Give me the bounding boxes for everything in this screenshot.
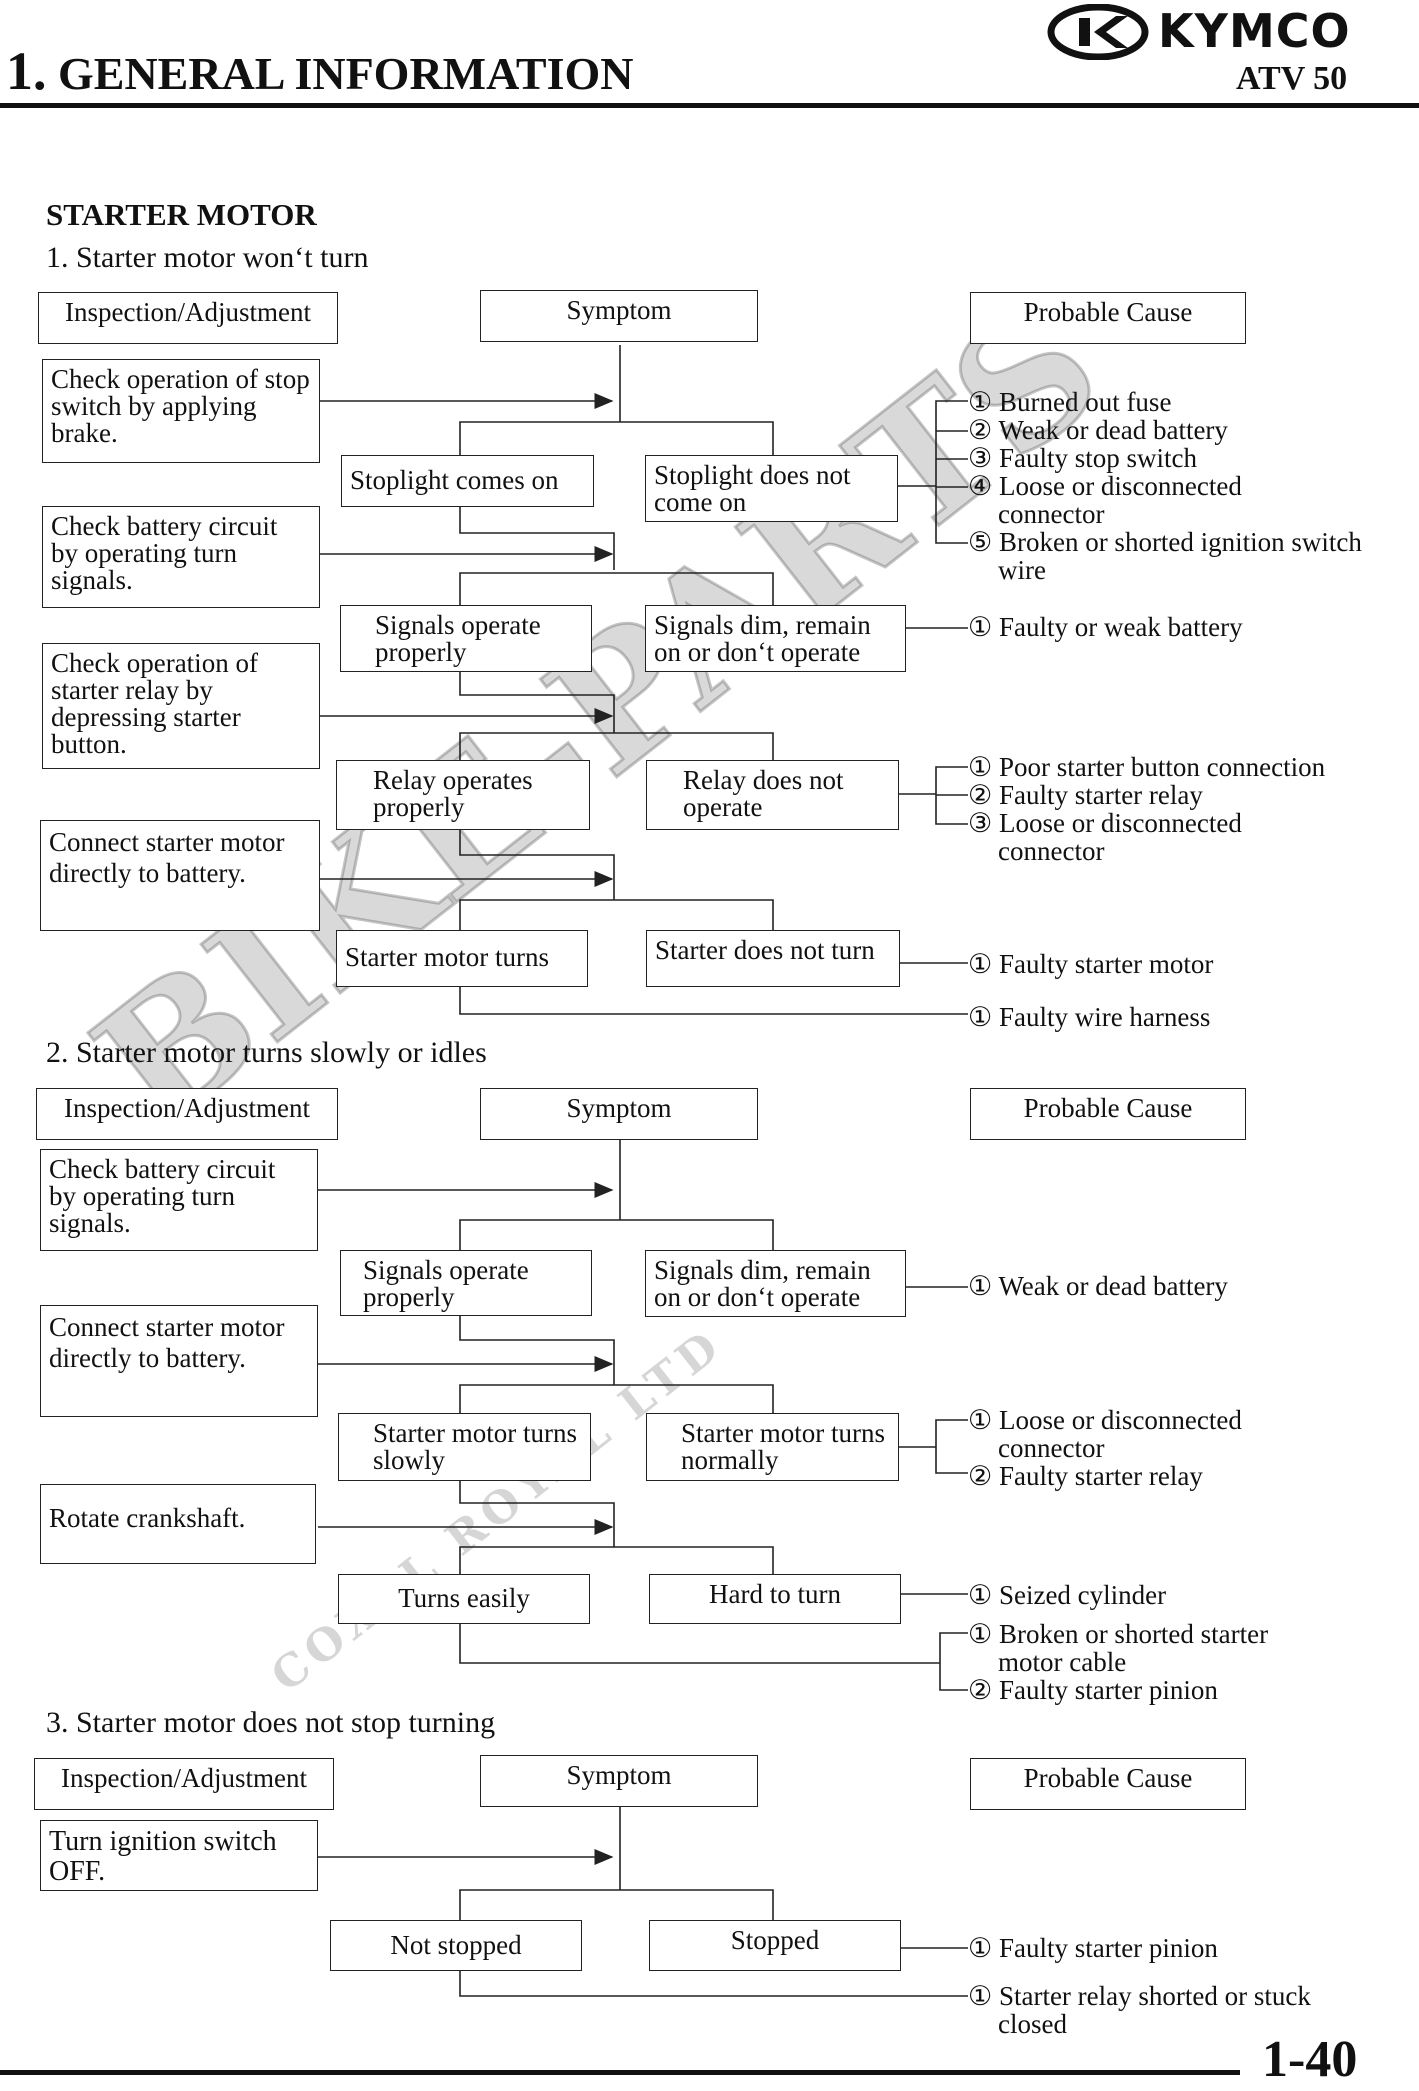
chapter-number: 1. (6, 41, 47, 101)
symptom-box: Signals dim, remain on or don‘t operate (645, 605, 906, 672)
symptom-box: Stopped (649, 1920, 901, 1971)
symptom-box: Starter motor turns normally (646, 1413, 899, 1481)
cause-header: Probable Cause (970, 292, 1246, 344)
symptom-box: Relay does not operate (646, 760, 899, 830)
cause-header: Probable Cause (970, 1758, 1246, 1810)
symptom-box: Not stopped (330, 1920, 582, 1971)
symptom-box: Starter motor turns slowly (338, 1413, 591, 1481)
cause-item: ① Seized cylinder (968, 1580, 1167, 1610)
cause-item: ④ Loose or disconnected connector (968, 471, 1242, 529)
check-box: Connect starter motor directly to batter… (40, 820, 320, 931)
symptom-header: Symptom (480, 1755, 758, 1807)
chapter-title-text: GENERAL INFORMATION (58, 48, 634, 99)
cause-item: ② Faulty starter relay (968, 780, 1203, 810)
header-rule (0, 103, 1419, 108)
section-2-title: 2. Starter motor turns slowly or idles (46, 1036, 487, 1069)
cause-item: ① Weak or dead battery (968, 1271, 1228, 1301)
cause-item: ③ Loose or disconnected connector (968, 808, 1242, 866)
cause-list: ① Poor starter button connection ② Fault… (968, 753, 1325, 865)
cause-item: ① Faulty starter motor (968, 949, 1214, 979)
symptom-box: Signals dim, remain on or don‘t operate (645, 1250, 906, 1317)
footer-rule (0, 2070, 1240, 2075)
cause-item: ② Faulty starter relay (968, 1461, 1203, 1491)
cause-item: ② Weak or dead battery (968, 415, 1228, 445)
cause-item: ① Broken or shorted starter motor cable (968, 1619, 1269, 1677)
cause-item: ① Poor starter button connection (968, 752, 1326, 782)
brand-logo: KYMCO (1046, 3, 1376, 61)
symptom-box: Starter does not turn (646, 930, 900, 987)
cause-header: Probable Cause (970, 1088, 1246, 1140)
symptom-box: Stoplight does not come on (645, 455, 898, 522)
check-box: Check operation of stop switch by applyi… (42, 359, 320, 463)
check-box: Check operation of starter relay by depr… (42, 643, 320, 769)
cause-item: ① Faulty or weak battery (968, 612, 1243, 642)
symptom-box: Relay operates properly (336, 760, 590, 830)
check-box: Check battery circuit by operating turn … (42, 506, 320, 608)
symptom-box: Signals operate properly (340, 1250, 592, 1316)
check-box: Turn ignition switch OFF. (40, 1820, 318, 1891)
inspection-header: Inspection/Adjustment (36, 1088, 338, 1140)
section-1-title: 1. Starter motor won‘t turn (46, 241, 369, 274)
symptom-box: Turns easily (338, 1574, 590, 1624)
cause-item: ③ Faulty stop switch (968, 443, 1197, 473)
page-number: 1-40 (1262, 2031, 1358, 2088)
section-3-title: 3. Starter motor does not stop turning (46, 1706, 496, 1739)
brand-name: KYMCO (1158, 4, 1351, 58)
cause-list: ① Loose or disconnected connector ② Faul… (968, 1406, 1298, 1490)
cause-item: ① Faulty starter pinion (968, 1933, 1218, 1963)
section-heading: STARTER MOTOR (46, 197, 317, 232)
inspection-header: Inspection/Adjustment (38, 292, 338, 344)
symptom-box: Signals operate properly (340, 605, 592, 672)
chapter-title: 1. GENERAL INFORMATION (6, 40, 633, 102)
cause-item: ① Loose or disconnected connector (968, 1405, 1242, 1463)
cause-list: ① Burned out fuse ② Weak or dead battery… (968, 388, 1368, 584)
cause-item: ① Faulty wire harness (968, 1002, 1211, 1032)
cause-item: ② Faulty starter pinion (968, 1675, 1218, 1705)
symptom-header: Symptom (480, 290, 758, 342)
kymco-logo-icon (1047, 3, 1149, 61)
cause-item: ① Burned out fuse (968, 387, 1172, 417)
check-box: Connect starter motor directly to batter… (40, 1305, 318, 1417)
check-box: Rotate crankshaft. (40, 1484, 316, 1564)
cause-list: ① Broken or shorted starter motor cable … (968, 1620, 1338, 1704)
symptom-header: Symptom (480, 1088, 758, 1140)
cause-item: ⑤ Broken or shorted ignition switch wire (968, 527, 1362, 585)
cause-item: ① Starter relay shorted or stuck closed (968, 1981, 1311, 2039)
symptom-box: Hard to turn (649, 1574, 901, 1624)
symptom-box: Starter motor turns (336, 930, 588, 987)
symptom-box: Stoplight comes on (341, 455, 594, 507)
check-box: Check battery circuit by operating turn … (40, 1149, 318, 1251)
model-label: ATV 50 (1236, 60, 1348, 97)
inspection-header: Inspection/Adjustment (34, 1758, 334, 1810)
